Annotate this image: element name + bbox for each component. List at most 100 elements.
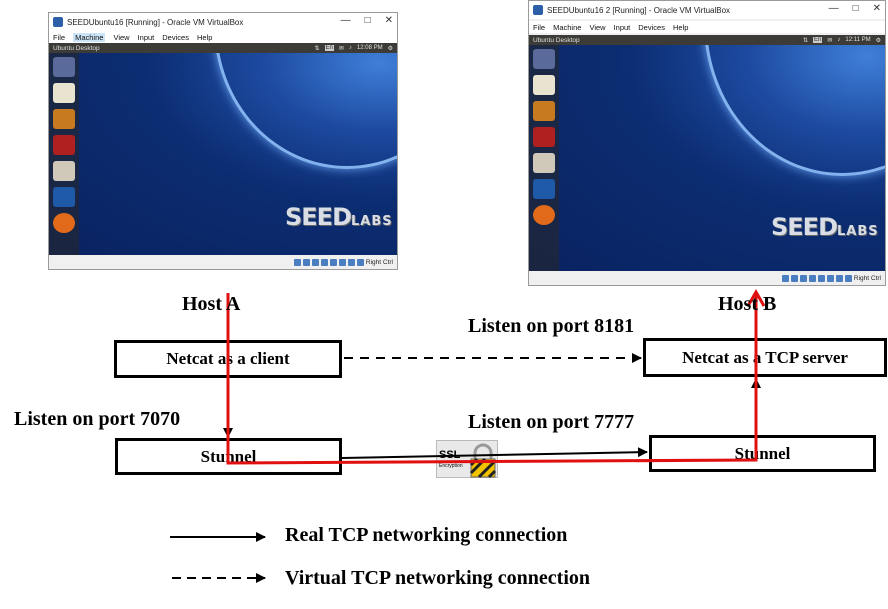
status-icon[interactable] <box>311 258 319 266</box>
window-titlebar: SEEDUbuntu16 2 [Running] - Oracle VM Vir… <box>529 1 885 19</box>
status-icon[interactable] <box>790 274 798 282</box>
menu-help[interactable]: Help <box>672 22 689 32</box>
network-icon[interactable]: ⇅ <box>802 37 808 44</box>
status-icon[interactable] <box>347 258 355 266</box>
gear-icon[interactable]: ⚙ <box>875 37 881 44</box>
clock[interactable]: 12:11 PM <box>845 37 871 43</box>
stunnel-b-box: Stunnel <box>649 435 876 472</box>
listen-7070-label: Listen on port 7070 <box>14 408 181 430</box>
ubuntu-top-panel: Ubuntu Desktop ⇅ En ✉ ♪ 12:08 PM ⚙ <box>49 43 397 53</box>
window-title: SEEDUbuntu16 [Running] - Oracle VM Virtu… <box>67 17 244 27</box>
network-icon[interactable]: ⇅ <box>314 45 320 52</box>
virtualbox-icon <box>53 17 63 27</box>
menu-view[interactable]: View <box>113 32 130 42</box>
host-key-label: Right Ctrl <box>365 258 393 266</box>
status-icon[interactable] <box>826 274 834 282</box>
host-key-label: Right Ctrl <box>853 274 881 282</box>
status-icon[interactable] <box>799 274 807 282</box>
files-icon[interactable] <box>533 153 555 173</box>
data-route-line <box>226 293 758 465</box>
terminal-red-icon[interactable] <box>53 135 75 155</box>
menu-bar: File Machine View Input Devices Help <box>529 21 885 33</box>
sublime-icon[interactable] <box>53 109 75 129</box>
keyboard-lang[interactable]: En <box>812 37 823 43</box>
menu-machine[interactable]: Machine <box>553 22 582 32</box>
netcat-server-box: Netcat as a TCP server <box>643 338 887 377</box>
launcher <box>49 53 79 255</box>
wireshark-icon[interactable] <box>53 187 75 207</box>
text-editor-icon[interactable] <box>533 75 555 95</box>
firefox-icon[interactable] <box>533 205 555 225</box>
menu-help[interactable]: Help <box>196 32 213 42</box>
desktop-area: SEEDLABS <box>49 53 397 255</box>
dash-icon[interactable] <box>533 49 555 69</box>
maximize-icon[interactable]: □ <box>852 3 859 14</box>
menu-input[interactable]: Input <box>137 32 155 42</box>
host-b-label: Host B <box>718 293 777 315</box>
volume-icon[interactable]: ♪ <box>348 45 352 51</box>
desktop-title: Ubuntu Desktop <box>533 36 580 44</box>
menu-devices[interactable]: Devices <box>638 22 665 32</box>
stunnel-b-label: Stunnel <box>734 443 791 463</box>
mail-icon[interactable]: ✉ <box>338 45 344 52</box>
route-arrowhead <box>746 288 766 307</box>
status-icon[interactable] <box>817 274 825 282</box>
wireshark-icon[interactable] <box>533 179 555 199</box>
listen-7777-label: Listen on port 7777 <box>468 411 635 433</box>
status-icon[interactable] <box>338 258 346 266</box>
sublime-icon[interactable] <box>533 101 555 121</box>
status-icon[interactable] <box>781 274 789 282</box>
legend-virtual-label: Virtual TCP networking connection <box>285 567 591 589</box>
menu-view[interactable]: View <box>589 22 606 32</box>
status-icon[interactable] <box>808 274 816 282</box>
desktop-area: SEEDLABS <box>529 45 885 271</box>
close-icon[interactable]: ✕ <box>872 3 881 14</box>
mail-icon[interactable]: ✉ <box>827 37 833 44</box>
keyboard-lang[interactable]: En <box>324 45 334 51</box>
legend-real-label: Real TCP networking connection <box>285 524 568 546</box>
menu-file[interactable]: File <box>53 32 66 42</box>
desktop-title: Ubuntu Desktop <box>53 44 100 52</box>
clock[interactable]: 12:08 PM <box>356 45 383 51</box>
stunnel-to-stunnel-arrow <box>341 447 648 459</box>
host-a-label: Host A <box>182 293 241 315</box>
virtualbox-window-host-b: SEEDUbuntu16 2 [Running] - Oracle VM Vir… <box>528 0 886 286</box>
files-icon[interactable] <box>53 161 75 181</box>
virtualbox-icon <box>533 5 543 15</box>
window-title: SEEDUbuntu16 2 [Running] - Oracle VM Vir… <box>547 5 731 15</box>
status-icon[interactable] <box>320 258 328 266</box>
menu-bar: File Machine View Input Devices Help <box>49 31 397 43</box>
launcher <box>529 45 559 271</box>
window-titlebar: SEEDUbuntu16 [Running] - Oracle VM Virtu… <box>49 13 397 31</box>
menu-input[interactable]: Input <box>613 22 631 32</box>
status-icon[interactable] <box>844 274 852 282</box>
firefox-icon[interactable] <box>53 213 75 233</box>
menu-machine[interactable]: Machine <box>73 32 106 42</box>
status-icon[interactable] <box>293 258 301 266</box>
status-icon[interactable] <box>356 258 364 266</box>
minimize-icon[interactable]: — <box>340 15 351 26</box>
volume-icon[interactable]: ♪ <box>837 37 841 43</box>
dash-icon[interactable] <box>53 57 75 77</box>
status-icon[interactable] <box>835 274 843 282</box>
status-icon[interactable] <box>302 258 310 266</box>
menu-devices[interactable]: Devices <box>162 32 189 42</box>
close-icon[interactable]: ✕ <box>384 15 393 26</box>
menu-file[interactable]: File <box>533 22 546 32</box>
ubuntu-top-panel: Ubuntu Desktop ⇅ En ✉ ♪ 12:11 PM ⚙ <box>529 35 885 45</box>
text-editor-icon[interactable] <box>53 83 75 103</box>
vm-status-bar: Right Ctrl <box>529 271 885 285</box>
seed-labs-logo: SEEDLABS <box>285 203 393 231</box>
vm-status-bar: Right Ctrl <box>49 255 397 269</box>
virtualbox-window-host-a: SEEDUbuntu16 [Running] - Oracle VM Virtu… <box>48 12 398 270</box>
netcat-server-label: Netcat as a TCP server <box>682 347 848 367</box>
terminal-red-icon[interactable] <box>533 127 555 147</box>
gear-icon[interactable]: ⚙ <box>387 45 393 52</box>
status-icon[interactable] <box>329 258 337 266</box>
minimize-icon[interactable]: — <box>828 3 839 14</box>
listen-8181-label: Listen on port 8181 <box>468 315 635 337</box>
ssl-sub-label: Encryption <box>439 463 463 469</box>
seed-labs-logo: SEEDLABS <box>771 213 879 241</box>
maximize-icon[interactable]: □ <box>364 15 371 26</box>
